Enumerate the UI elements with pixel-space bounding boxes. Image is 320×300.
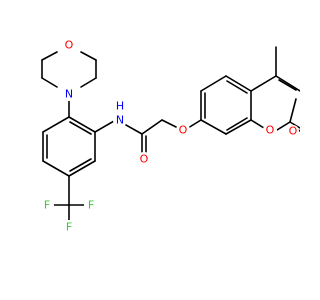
bond (200, 75, 227, 92)
bond (275, 75, 300, 92)
bond (80, 77, 97, 88)
atom-labels: O N N H O O O O F F F (40, 38, 299, 234)
bond (226, 80, 248, 94)
structure-diagram: O N N H O O O O F F F (40, 38, 300, 234)
carbonyl-oxygen: O (140, 153, 149, 166)
ether-oxygen: O (179, 124, 188, 137)
bond (42, 160, 70, 177)
fluorine-left: F (44, 199, 50, 212)
bond (94, 120, 115, 133)
bond (69, 158, 92, 172)
ring-oxygen: O (266, 124, 275, 137)
bond (141, 119, 163, 135)
bond (250, 75, 277, 92)
fluorine-bottom: F (66, 221, 72, 234)
fluorine-right: F (88, 199, 94, 212)
bond (69, 121, 92, 135)
bond (250, 119, 265, 129)
bond (68, 160, 96, 177)
morpholine-nitrogen: N (65, 88, 73, 101)
bond (226, 117, 248, 131)
bond (289, 121, 300, 129)
bond (161, 119, 179, 129)
lactone-carbonyl-oxygen: O (289, 125, 298, 138)
bond (187, 119, 202, 129)
bond (200, 119, 227, 135)
bond (276, 121, 291, 131)
molecule-canvas: O N N H O O O O F F F (40, 38, 300, 234)
bond (125, 124, 143, 135)
amide-nitrogen: N (116, 114, 124, 127)
bond (41, 51, 58, 61)
bonds (41, 46, 300, 223)
bond (278, 79, 297, 91)
amide-hydrogen: H (116, 100, 124, 113)
bond (289, 98, 297, 123)
bond (80, 51, 97, 61)
bond (68, 116, 96, 133)
bond (225, 75, 252, 92)
morpholine-oxygen: O (65, 39, 74, 52)
bond (225, 119, 252, 135)
bond (41, 77, 58, 88)
bond (42, 116, 70, 133)
